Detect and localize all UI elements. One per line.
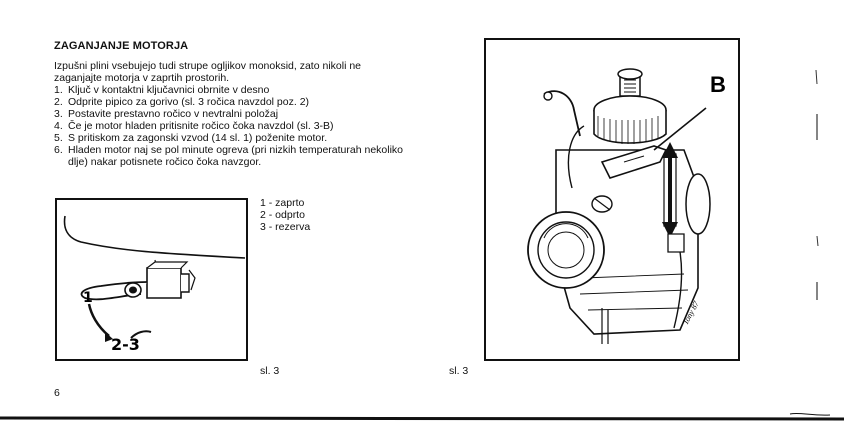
list-item: 1. Ključ v kontaktni ključavnici obrnite … <box>54 84 404 96</box>
legend-item: 2 - odprto <box>260 209 305 221</box>
steps-list: 1. Ključ v kontaktni ključavnici obrnite … <box>54 84 404 168</box>
step-text: Ključ v kontaktni ključavnici obrnite v … <box>68 84 270 96</box>
step-number: 4. <box>54 120 63 132</box>
legend-item: 1 - zaprto <box>260 197 305 209</box>
step-text: Odprite pipico za gorivo (sl. 3 ročica n… <box>68 96 310 108</box>
figure-caption-left: sl. 3 <box>260 365 280 377</box>
carburetor-figure: B Tony 87 <box>484 38 740 361</box>
step-text: S pritiskom za zagonski vzvod (14 sl. 1)… <box>68 132 328 144</box>
label-one: 1 <box>83 290 93 306</box>
section-heading: ZAGANJANJE MOTORJA <box>54 40 189 52</box>
list-item: 2. Odprite pipico za gorivo (sl. 3 ročica… <box>54 96 404 108</box>
fuel-tap-figure: 1 2-3 <box>55 198 248 361</box>
label-two-three: 2-3 <box>111 335 140 354</box>
step-text: Če je motor hladen pritisnite ročico čok… <box>68 120 334 132</box>
step-number: 3. <box>54 108 63 120</box>
list-item: 5. S pritiskom za zagonski vzvod (14 sl. … <box>54 132 404 144</box>
intro-paragraph: Izpušni plini vsebujejo tudi strupe oglj… <box>54 60 362 84</box>
step-text: Hladen motor naj se pol minute ogreva (p… <box>68 144 404 168</box>
step-number: 6. <box>54 144 63 156</box>
bottom-rule <box>0 412 844 421</box>
position-legend: 1 - zaprto 2 - odprto 3 - rezerva <box>260 197 310 233</box>
label-b: B <box>710 72 726 97</box>
list-item: 4. Če je motor hladen pritisnite ročico č… <box>54 120 404 132</box>
figure-frame <box>484 38 740 361</box>
arrow-down <box>662 222 678 238</box>
tap-body <box>146 267 182 299</box>
step-text: Postavite prestavno ročico v nevtralni p… <box>68 108 279 120</box>
rotation-arrow <box>87 303 110 337</box>
figure-frame <box>55 198 248 361</box>
step-number: 1. <box>54 84 63 96</box>
list-item: 3. Postavite prestavno ročico v nevtralni… <box>54 108 404 120</box>
legend-item: 3 - rezerva <box>260 221 311 233</box>
arrow-up <box>662 142 678 158</box>
step-number: 2. <box>54 96 63 108</box>
figure-caption-right: sl. 3 <box>449 365 469 377</box>
tank-outline <box>63 215 246 259</box>
leader-line <box>653 107 707 151</box>
list-item: 6. Hladen motor naj se pol minute ogreva … <box>54 144 404 168</box>
page-number: 6 <box>54 387 60 399</box>
margin-marks <box>815 70 819 300</box>
step-number: 5. <box>54 132 63 144</box>
